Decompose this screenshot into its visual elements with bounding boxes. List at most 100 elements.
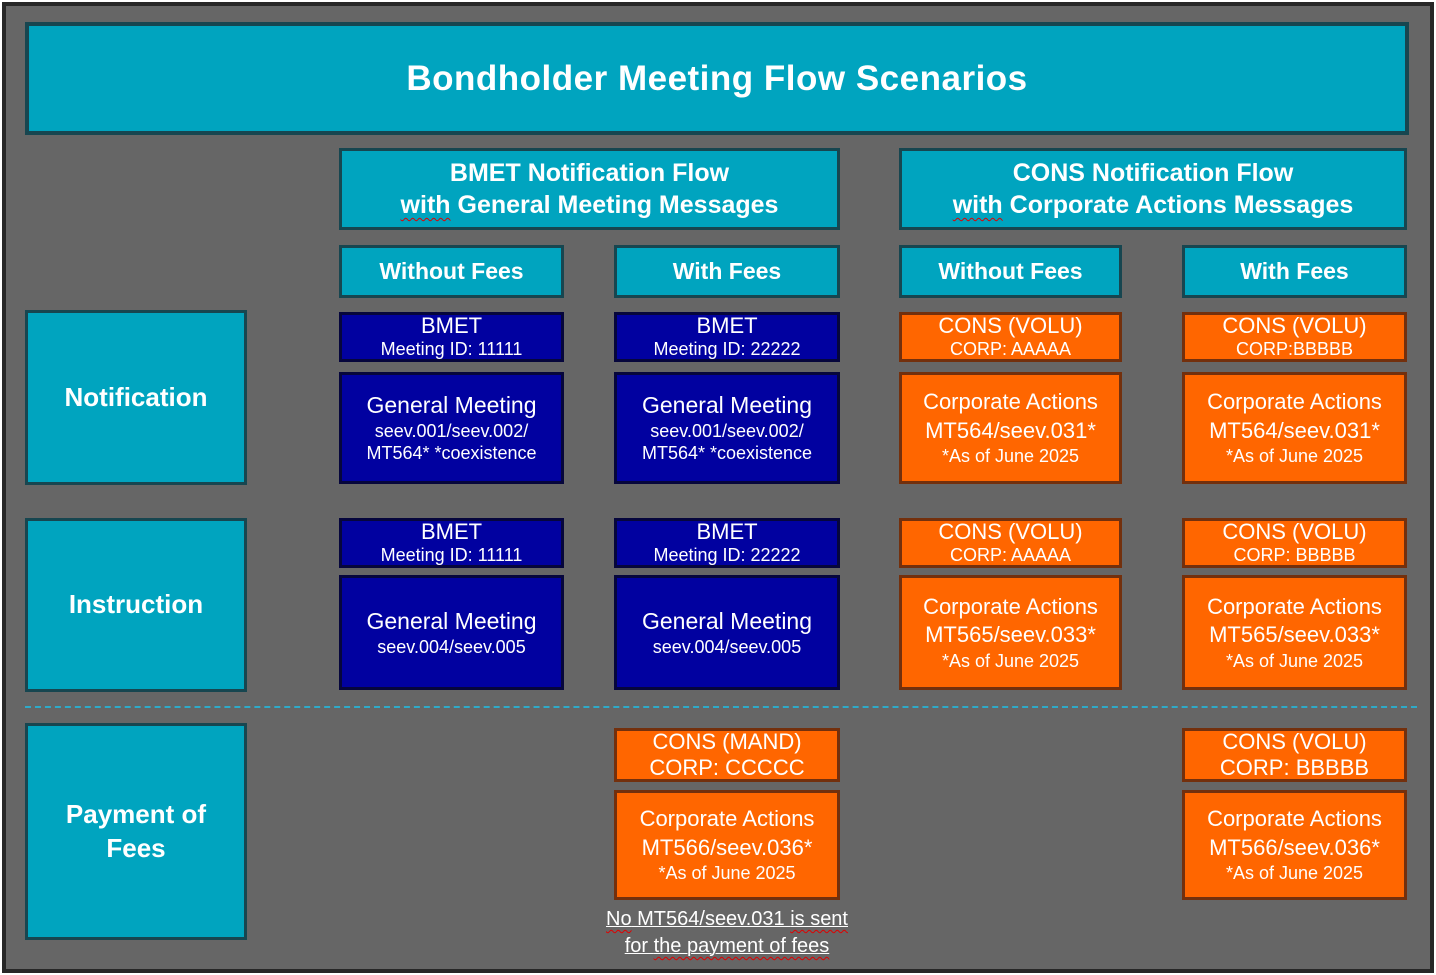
box-line2: MT566/seev.036*: [1209, 834, 1380, 860]
box-line1: Corporate Actions: [639, 806, 815, 832]
box-line3: *As of June 2025: [941, 446, 1080, 467]
box-line1: Corporate Actions: [1207, 806, 1382, 832]
subheader-bmet-with-fees: With Fees: [614, 245, 840, 298]
subheader-label: With Fees: [1240, 258, 1349, 284]
box-line3: *As of June 2025: [1225, 650, 1364, 671]
instruction-cons-with-fees-id-box: CONS (VOLU) CORP: BBBBB: [1182, 518, 1407, 568]
subheader-label: Without Fees: [938, 258, 1083, 284]
instruction-cons-without-fees-id-box: CONS (VOLU) CORP: AAAAA: [899, 518, 1122, 568]
box-line2: CORP: AAAAA: [949, 339, 1072, 360]
cons-flow-header-with-word: with: [952, 191, 1003, 219]
box-line2: CORP: BBBBB: [1233, 545, 1356, 566]
payment-footnote-line1: No MT564/seev.031 is sent: [589, 906, 865, 933]
box-line3: *As of June 2025: [658, 863, 796, 884]
box-line2: MT565/seev.033*: [1209, 622, 1380, 648]
box-line1: General Meeting: [366, 392, 537, 419]
subheader-bmet-without-fees: Without Fees: [339, 245, 564, 298]
box-line2: MT565/seev.033*: [925, 622, 1096, 648]
subheader-label: Without Fees: [379, 258, 524, 284]
cons-flow-header-line2: with Corporate Actions Messages: [953, 189, 1354, 222]
box-line1: Corporate Actions: [923, 389, 1098, 415]
footnote-word-for: for: [624, 935, 654, 957]
bmet-flow-header-line1: BMET Notification Flow: [449, 158, 730, 187]
row-label-text: Notification: [64, 381, 208, 412]
notification-bmet-without-fees-message-box: General Meeting seev.001/seev.002/ MT564…: [339, 372, 564, 484]
box-line1: CONS (VOLU): [1222, 519, 1367, 545]
box-line2: Meeting ID: 11111: [380, 339, 523, 360]
notification-cons-without-fees-message-box: Corporate Actions MT564/seev.031* *As of…: [899, 372, 1122, 484]
row-label-text: Instruction: [68, 589, 204, 620]
box-line2: seev.004/seev.005: [377, 636, 526, 657]
box-line3: MT564* *coexistence: [641, 443, 813, 464]
box-line2: seev.004/seev.005: [652, 636, 802, 657]
box-line2: MT564/seev.031*: [925, 417, 1096, 443]
payment-footnote-line2: for the payment of fees: [589, 933, 865, 960]
footnote-word-no: No: [606, 908, 632, 930]
notification-bmet-with-fees-message-box: General Meeting seev.001/seev.002/ MT564…: [614, 372, 840, 484]
cons-flow-header-line1: CONS Notification Flow: [1012, 158, 1294, 187]
bmet-flow-header-line2: with General Meeting Messages: [401, 189, 779, 222]
row-label-instruction: Instruction: [25, 518, 247, 692]
box-line1: General Meeting: [366, 607, 537, 634]
box-line2: CORP: BBBBB: [1219, 755, 1370, 780]
row-label-payment-of-fees: Payment of Fees: [25, 723, 247, 940]
row-separator-dashed-line: [25, 706, 1417, 708]
payment-bmet-with-fees-message-box: Corporate Actions MT566/seev.036* *As of…: [614, 790, 840, 900]
payment-bmet-with-fees-id-box: CONS (MAND) CORP: CCCCC: [614, 728, 840, 782]
box-line2: Meeting ID: 22222: [653, 545, 801, 566]
box-line3: *As of June 2025: [941, 650, 1080, 671]
notification-bmet-with-fees-id-box: BMET Meeting ID: 22222: [614, 312, 840, 362]
box-line1: CONS (VOLU): [938, 519, 1083, 545]
instruction-cons-without-fees-message-box: Corporate Actions MT565/seev.033* *As of…: [899, 575, 1122, 690]
box-line1: BMET: [696, 519, 758, 545]
box-line1: General Meeting: [641, 607, 813, 634]
subheader-label: With Fees: [672, 258, 782, 284]
payment-cons-with-fees-id-box: CONS (VOLU) CORP: BBBBB: [1182, 728, 1407, 782]
diagram-title-banner: Bondholder Meeting Flow Scenarios: [25, 22, 1409, 135]
footnote-is-sent: is sent: [790, 908, 848, 930]
box-line2: CORP: CCCCC: [649, 755, 805, 780]
box-line1: Corporate Actions: [1207, 593, 1382, 619]
bmet-flow-header-with-word: with: [400, 191, 451, 219]
bmet-flow-header: BMET Notification Flow with General Meet…: [339, 148, 840, 230]
notification-bmet-without-fees-id-box: BMET Meeting ID: 11111: [339, 312, 564, 362]
box-line2: MT564/seev.031*: [1209, 417, 1380, 443]
footnote-payment-of-fees: the payment of fees: [653, 935, 830, 957]
instruction-bmet-without-fees-message-box: General Meeting seev.004/seev.005: [339, 575, 564, 690]
subheader-cons-without-fees: Without Fees: [899, 245, 1122, 298]
instruction-cons-with-fees-message-box: Corporate Actions MT565/seev.033* *As of…: [1182, 575, 1407, 690]
box-line1: CONS (VOLU): [1222, 313, 1367, 339]
bmet-flow-header-line2-rest: General Meeting Messages: [450, 191, 779, 219]
box-line1: General Meeting: [641, 392, 813, 419]
box-line3: *As of June 2025: [1225, 863, 1364, 884]
notification-cons-with-fees-message-box: Corporate Actions MT564/seev.031* *As of…: [1182, 372, 1407, 484]
cons-flow-header-line2-rest: Corporate Actions Messages: [1002, 191, 1354, 219]
instruction-bmet-without-fees-id-box: BMET Meeting ID: 11111: [339, 518, 564, 568]
box-line1: CONS (VOLU): [938, 313, 1083, 339]
notification-cons-with-fees-id-box: CONS (VOLU) CORP:BBBBB: [1182, 312, 1407, 362]
notification-cons-without-fees-id-box: CONS (VOLU) CORP: AAAAA: [899, 312, 1122, 362]
box-line1: Corporate Actions: [923, 593, 1098, 619]
box-line2: CORP:BBBBB: [1235, 339, 1354, 360]
instruction-bmet-with-fees-message-box: General Meeting seev.004/seev.005: [614, 575, 840, 690]
page-title: Bondholder Meeting Flow Scenarios: [406, 58, 1028, 98]
box-line2: MT566/seev.036*: [641, 834, 813, 860]
box-line1: BMET: [696, 313, 758, 339]
footnote-message-name: MT564/seev.031: [631, 908, 791, 930]
payment-footnote: No MT564/seev.031 is sent for the paymen…: [589, 906, 865, 960]
box-line2: Meeting ID: 22222: [653, 339, 801, 360]
box-line2: seev.001/seev.002/: [374, 420, 529, 441]
row-label-notification: Notification: [25, 310, 247, 485]
subheader-cons-with-fees: With Fees: [1182, 245, 1407, 298]
box-line1: CONS (VOLU): [1222, 728, 1367, 754]
box-line2: Meeting ID: 11111: [380, 545, 523, 566]
instruction-bmet-with-fees-id-box: BMET Meeting ID: 22222: [614, 518, 840, 568]
box-line2: CORP: AAAAA: [949, 545, 1072, 566]
box-line1: CONS (MAND): [652, 728, 802, 754]
box-line1: Corporate Actions: [1207, 389, 1382, 415]
box-line1: BMET: [420, 519, 483, 545]
box-line3: *As of June 2025: [1225, 446, 1364, 467]
box-line3: MT564* *coexistence: [366, 443, 537, 464]
